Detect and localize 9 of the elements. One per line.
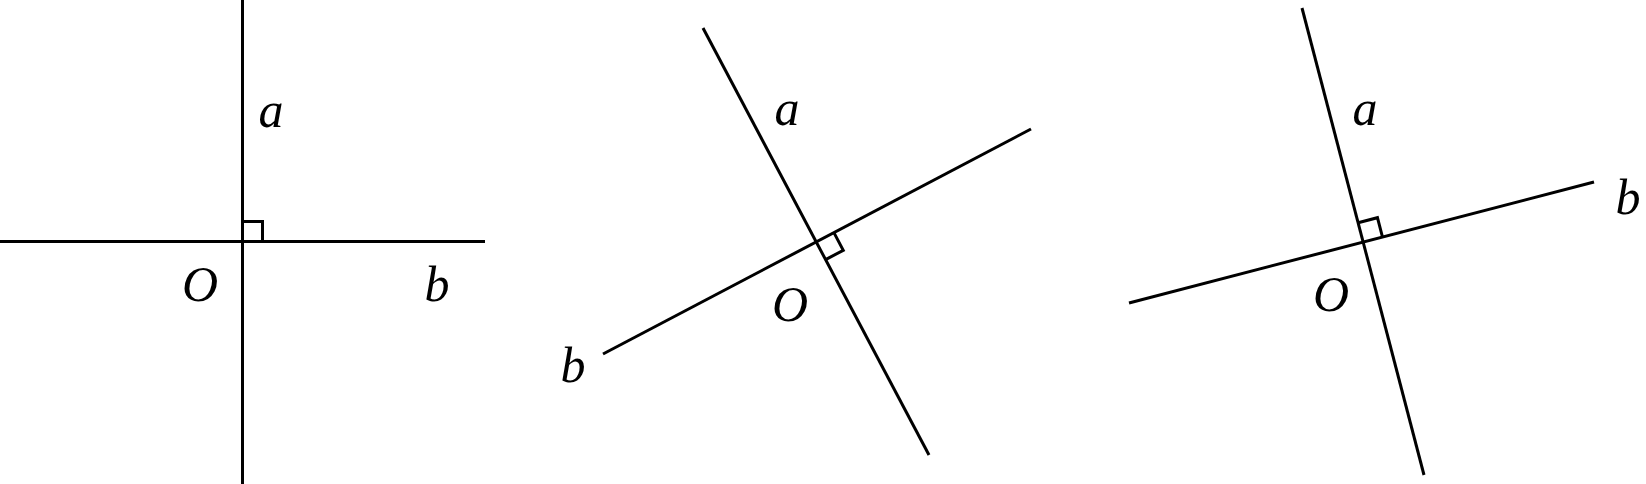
line-label: a xyxy=(1352,83,1378,133)
line-label: a xyxy=(774,83,800,133)
line-label: b xyxy=(1615,172,1641,222)
point-label: O xyxy=(181,259,219,309)
point-label: O xyxy=(1312,269,1350,319)
line-label: a xyxy=(258,85,284,135)
line-label: b xyxy=(560,340,586,390)
line-label: b xyxy=(424,259,450,309)
point-label: O xyxy=(771,279,809,329)
